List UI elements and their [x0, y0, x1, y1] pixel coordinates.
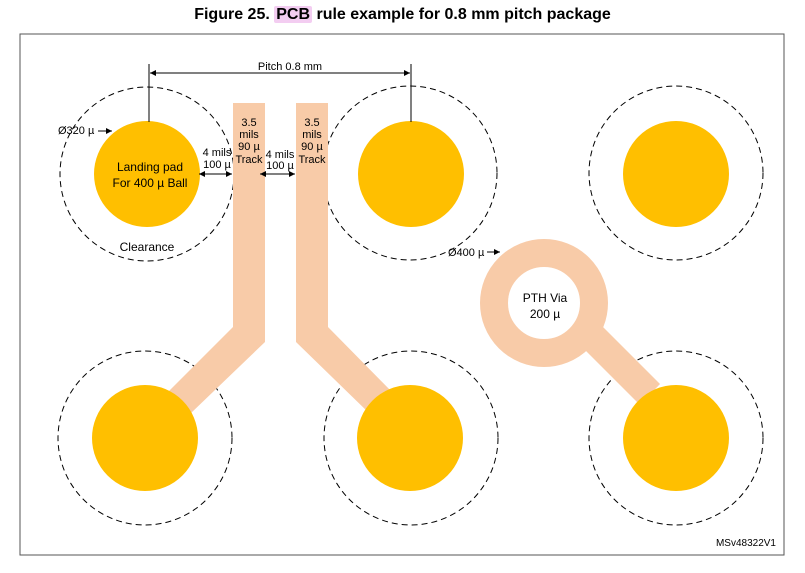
via-diameter-label: Ø400 µ — [448, 247, 485, 259]
figure-title-suffix: rule example for 0.8 mm pitch package — [312, 6, 611, 23]
via-label-line2: 200 µ — [530, 307, 560, 321]
track-left — [168, 103, 265, 414]
pad-bottom-middle — [357, 385, 463, 491]
tracks — [168, 103, 660, 414]
track1-label-line4: Track — [235, 154, 263, 166]
track-via-to-pad — [580, 326, 660, 405]
pad-top-right — [623, 121, 729, 227]
pth-via — [480, 239, 608, 367]
track1-label-line1: 3.5 — [241, 117, 256, 129]
gap1-label-line2: 100 µ — [203, 159, 231, 171]
via-label-line1: PTH Via — [523, 291, 568, 305]
clearance-circle-top-right — [588, 85, 764, 261]
track2-label-line3: 90 µ — [301, 141, 323, 153]
pad-top-middle — [358, 121, 464, 227]
pad-bottom-right — [623, 385, 729, 491]
pad-label-line2: For 400 µ Ball — [113, 176, 188, 190]
figure-title-highlight: PCB — [274, 6, 313, 23]
clearance-label: Clearance — [120, 240, 175, 254]
pitch-label-bg — [252, 60, 324, 72]
diagram-frame — [19, 33, 785, 556]
track1-label-line3: 90 µ — [238, 141, 260, 153]
clearance-circle-bottom-right — [588, 350, 764, 526]
track1-label-line2: mils — [239, 129, 259, 141]
track-middle — [296, 103, 392, 414]
track2-label-line1: 3.5 — [304, 117, 319, 129]
clearance-circle-bottom-left — [57, 350, 233, 526]
figure-reference: MSv48322V1 — [716, 538, 776, 549]
clearance-circle-bottom-middle — [323, 350, 499, 526]
figure-title: Figure 25. PCB rule example for 0.8 mm p… — [0, 6, 805, 24]
track2-label-line4: Track — [298, 154, 326, 166]
track2-label-line2: mils — [302, 129, 322, 141]
figure-title-prefix: Figure 25. — [194, 6, 275, 23]
pad-diameter-label: Ø320 µ — [58, 125, 95, 137]
gap1-label-line1: 4 mils — [203, 147, 232, 159]
pitch-label: Pitch 0.8 mm — [258, 61, 322, 73]
pad-bottom-left — [92, 385, 198, 491]
landing-pads — [92, 121, 729, 491]
gap2-label-line1: 4 mils — [266, 149, 295, 161]
gap2-label-line2: 100 µ — [266, 160, 294, 172]
pad-label-line1: Landing pad — [117, 160, 183, 174]
pad-top-left — [94, 121, 200, 227]
